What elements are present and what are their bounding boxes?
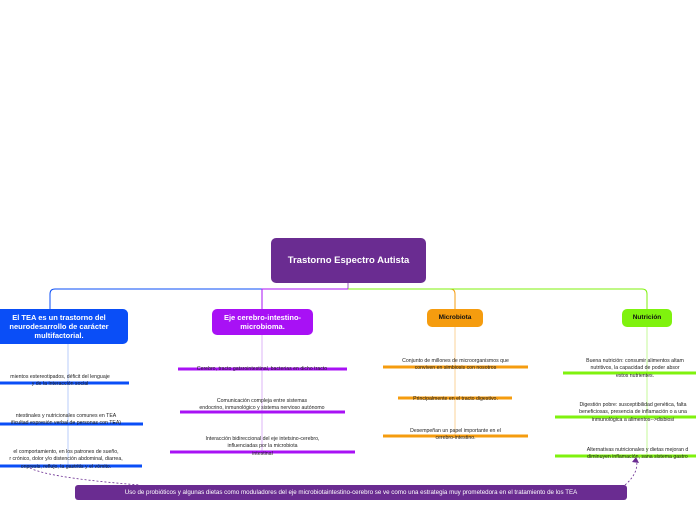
microbiota-item-2-text: Principalmente en el tracto digestivo. [413,395,498,402]
microbiota-item-3[interactable]: Desempeñan un papel importante en el cer… [383,420,528,443]
root-label: Trastorno Espectro Autista [287,255,410,266]
eje-item-3[interactable]: Interacción bidireccional del eje intets… [170,428,355,458]
nutricion-item-3-text: Alternativas nutricionales y dietas mejo… [586,446,689,461]
nutricion-item-2-text: Digestión pobre: susceptibilidad genétic… [579,401,687,423]
root-node[interactable]: Trastorno Espectro Autista [271,238,426,283]
eje-item-2[interactable]: Comunicación compleja entre sistemas end… [178,390,346,413]
branch-eje-label: Eje cerebro-intestino-microbioma. [223,313,302,331]
eje-item-1[interactable]: Cerebro, tracto gatsrointestinal, bacter… [176,358,348,373]
tea-item-3-text: el comportamiento, en los patrones de su… [9,448,123,470]
bottom-summary-node[interactable]: Uso de probióticos y algunas dietas como… [75,485,627,500]
relation-arrow-head [632,457,639,463]
connector-root-microbiota [348,288,456,309]
relation-tea-bottom [29,467,141,486]
branch-tea[interactable]: El TEA es un trastorno del neurodesarrol… [0,309,128,344]
connector-root-eje [261,288,348,309]
tea-item-1[interactable]: mientos estereotipados, déficit del leng… [0,366,130,389]
connector-root-tea [49,288,348,309]
tea-item-2[interactable]: ntestinales y nutricionales comunes en T… [0,405,142,428]
branch-nutricion-label: Nutrición [632,314,662,322]
eje-item-3-text: Interacción bidireccional del eje intets… [205,435,320,457]
connector-root-nutricion [348,288,648,309]
eje-item-1-text: Cerebro, tracto gatsrointestinal, bacter… [196,365,328,372]
tea-item-1-text: mientos estereotipados, déficit del leng… [10,373,110,388]
branch-eje[interactable]: Eje cerebro-intestino-microbioma. [212,309,313,335]
tea-item-3[interactable]: el comportamiento, en los patrones de su… [0,441,142,471]
nutricion-item-3[interactable]: Alternativas nutricionales y dietas mejo… [560,439,696,462]
bottom-summary-label: Uso de probióticos y algunas dietas como… [124,489,578,496]
nutricion-item-2[interactable]: Digestión pobre: susceptibilidad genétic… [553,394,696,424]
microbiota-item-3-text: Desempeñan un papel importante en el cer… [410,427,501,442]
branch-tea-label: El TEA es un trastorno del neurodesarrol… [9,313,109,340]
branch-microbiota-label: Microbiota [438,314,472,322]
microbiota-item-1[interactable]: Conjunto de millones de microorganismos … [383,350,528,373]
microbiota-item-2[interactable]: Principalmente en el tracto digestivo. [383,388,528,403]
branch-nutricion[interactable]: Nutrición [622,309,672,327]
eje-item-2-text: Comunicación compleja entre sistemas end… [199,397,325,412]
microbiota-item-1-text: Conjunto de millones de microorganismos … [402,357,509,372]
tea-item-2-text: ntestinales y nutricionales comunes en T… [10,412,122,427]
branch-microbiota[interactable]: Microbiota [427,309,483,327]
nutricion-item-1-text: Buena nutrición: consumir alimentos alta… [586,357,684,379]
nutricion-item-1[interactable]: Buena nutrición: consumir alimentos alta… [560,350,696,380]
